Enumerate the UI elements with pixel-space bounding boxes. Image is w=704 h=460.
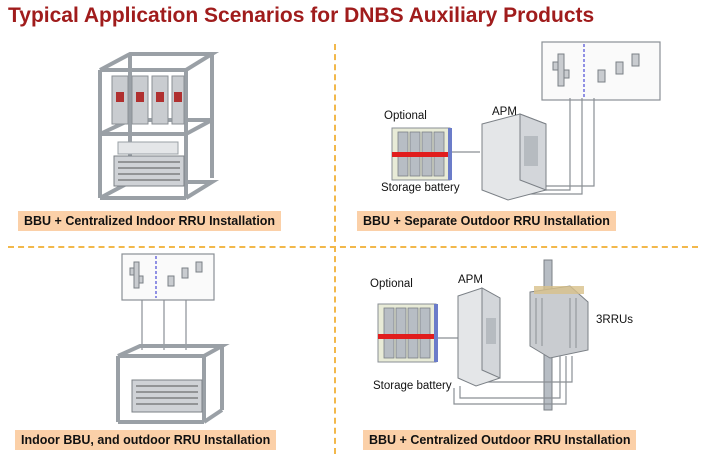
storage-battery-label: Storage battery xyxy=(381,182,460,194)
optional-label: Optional xyxy=(384,110,427,122)
caption-centralized-indoor: BBU + Centralized Indoor RRU Installatio… xyxy=(18,211,282,231)
indoor-bbu-outdoor-rru-illustration xyxy=(116,253,230,424)
caption-separate-outdoor: BBU + Separate Outdoor RRU Installation xyxy=(357,211,616,231)
storage-battery-label-2: Storage battery xyxy=(373,380,452,392)
optional-label-2: Optional xyxy=(370,278,413,290)
caption-centralized-outdoor: BBU + Centralized Outdoor RRU Installati… xyxy=(363,430,637,450)
caption-indoor-bbu-outdoor-rru: Indoor BBU, and outdoor RRU Installation xyxy=(15,430,277,450)
horizontal-divider xyxy=(8,246,698,248)
indoor-rack-illustration xyxy=(98,52,220,200)
page-title: Typical Application Scenarios for DNBS A… xyxy=(8,4,595,27)
vertical-divider xyxy=(334,44,336,454)
separate-outdoor-illustration xyxy=(391,41,661,201)
centralized-outdoor-illustration xyxy=(377,259,589,411)
rru-count-label: 3RRUs xyxy=(596,314,634,326)
apm-label: APM xyxy=(492,106,517,118)
apm-label-2: APM xyxy=(458,274,483,286)
